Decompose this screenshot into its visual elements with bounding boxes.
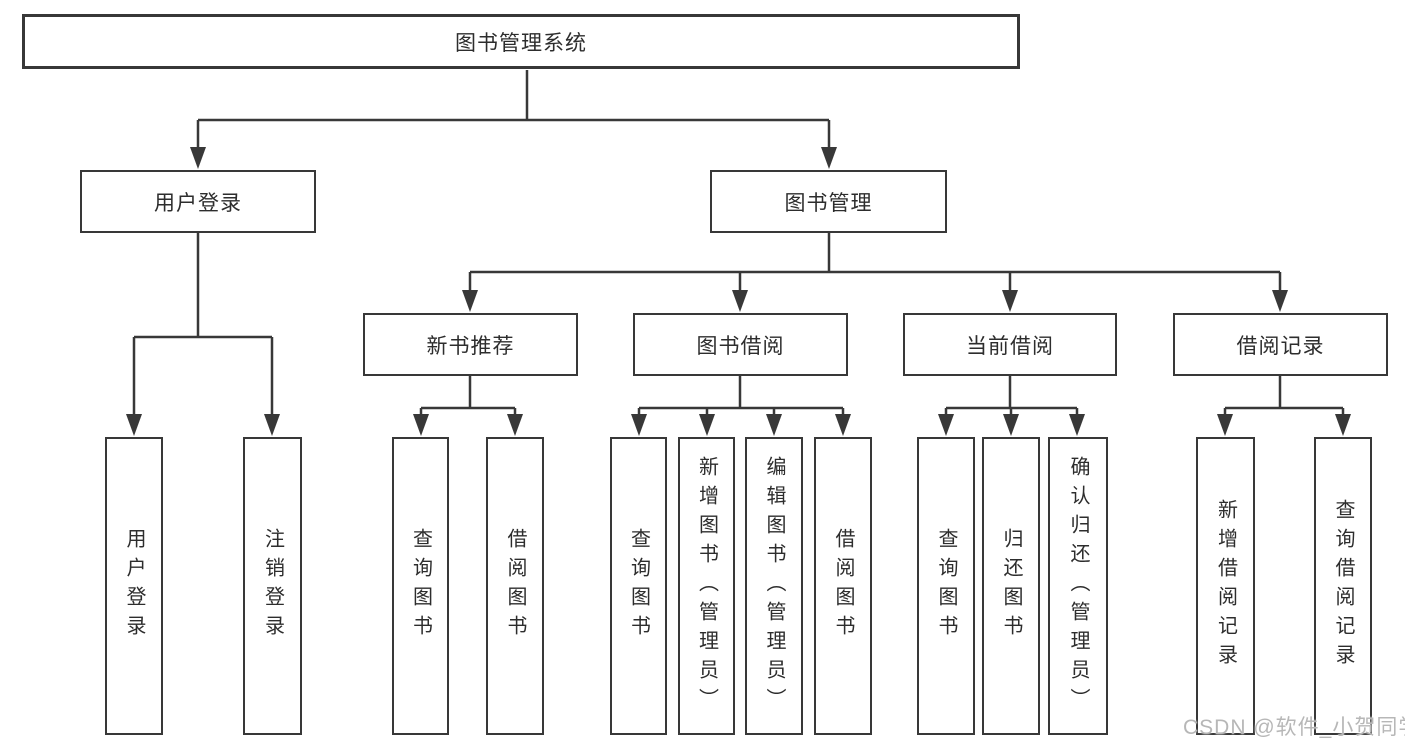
node-label: 新增借阅记录 <box>1214 499 1237 673</box>
node-user-login: 用户登录 <box>80 170 316 233</box>
node-label: 图书管理系统 <box>455 31 587 55</box>
arrowhead <box>1003 414 1019 436</box>
arrowhead <box>126 414 142 436</box>
arrowhead <box>699 414 715 436</box>
arrowhead <box>1272 290 1288 312</box>
node-leaf-borrowing-query-books: 查询图书 <box>610 437 667 735</box>
arrowhead <box>821 147 837 169</box>
node-leaf-records-add-record: 新增借阅记录 <box>1196 437 1255 735</box>
node-leaf-records-query-record: 查询借阅记录 <box>1314 437 1372 735</box>
arrowhead <box>1217 414 1233 436</box>
node-label: 借阅图书 <box>832 528 854 644</box>
node-leaf-recommend-query-books: 查询图书 <box>392 437 449 735</box>
connector-user-login-children <box>126 233 280 436</box>
node-book-management: 图书管理 <box>710 170 947 233</box>
connector-new-book-recommend-children <box>413 376 523 436</box>
connector-root-to-level2 <box>190 70 837 169</box>
arrowhead <box>507 414 523 436</box>
node-label: 查询图书 <box>409 528 432 644</box>
node-label: 查询图书 <box>627 528 650 644</box>
node-leaf-current-query-books: 查询图书 <box>917 437 975 735</box>
arrowhead <box>264 414 280 436</box>
node-borrowing-records: 借阅记录 <box>1173 313 1388 376</box>
connector-current-borrowing-children <box>938 376 1085 436</box>
arrowhead <box>190 147 206 169</box>
node-leaf-logout: 注销登录 <box>243 437 302 735</box>
node-leaf-borrowing-add-books-admin: 新增图书（管理员） <box>678 437 735 735</box>
node-label: 当前借阅 <box>966 334 1054 358</box>
node-leaf-borrowing-borrow-books: 借阅图书 <box>814 437 872 735</box>
node-label: 用户登录 <box>123 528 145 644</box>
node-leaf-user-login: 用户登录 <box>105 437 163 735</box>
node-label: 用户登录 <box>154 191 242 215</box>
arrowhead <box>631 414 647 436</box>
arrowhead <box>413 414 429 436</box>
arrowhead <box>766 414 782 436</box>
node-leaf-recommend-borrow-books: 借阅图书 <box>486 437 544 735</box>
arrowhead <box>938 414 954 436</box>
connector-book-management-children <box>462 233 1288 312</box>
arrowhead <box>732 290 748 312</box>
node-new-book-recommend: 新书推荐 <box>363 313 578 376</box>
node-label: 图书借阅 <box>696 334 785 358</box>
node-label: 确认归还（管理员） <box>1067 455 1089 717</box>
node-current-borrowing: 当前借阅 <box>903 313 1117 376</box>
node-leaf-borrowing-edit-books-admin: 编辑图书（管理员） <box>745 437 803 735</box>
node-label: 新增图书（管理员） <box>695 455 718 717</box>
arrowhead <box>1335 414 1351 436</box>
node-label: 新书推荐 <box>426 334 515 358</box>
arrowhead <box>835 414 851 436</box>
node-label: 查询图书 <box>935 528 957 644</box>
arrowhead <box>462 290 478 312</box>
node-leaf-current-confirm-return-admin: 确认归还（管理员） <box>1048 437 1108 735</box>
arrowhead <box>1002 290 1018 312</box>
node-book-borrowing: 图书借阅 <box>633 313 848 376</box>
node-label: 注销登录 <box>261 528 284 644</box>
node-label: 借阅记录 <box>1236 334 1325 358</box>
connector-book-borrowing-children <box>631 376 851 436</box>
node-leaf-current-return-books: 归还图书 <box>982 437 1040 735</box>
node-root-system: 图书管理系统 <box>22 14 1020 69</box>
node-label: 编辑图书（管理员） <box>763 455 785 717</box>
connector-borrowing-records-children <box>1217 376 1351 436</box>
node-label: 借阅图书 <box>504 528 526 644</box>
node-label: 查询借阅记录 <box>1332 499 1354 673</box>
arrowhead <box>1069 414 1085 436</box>
node-label: 图书管理 <box>784 191 873 215</box>
node-label: 归还图书 <box>1000 528 1022 644</box>
